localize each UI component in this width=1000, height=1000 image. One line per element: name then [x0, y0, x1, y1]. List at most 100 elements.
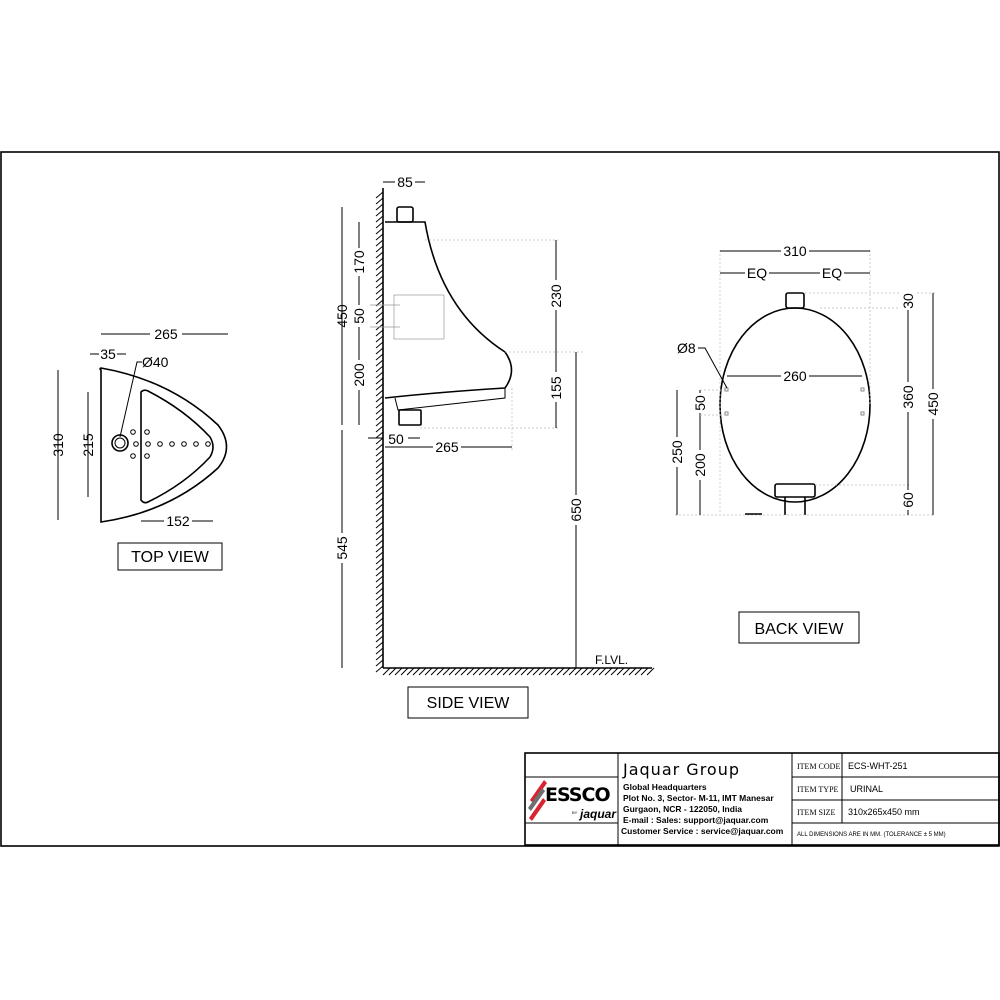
label-side-view: SIDE VIEW: [427, 695, 511, 712]
hatch-line: [532, 667, 541, 676]
hatch-line: [508, 667, 517, 676]
hatch-line: [598, 667, 607, 676]
hatch-line: [574, 667, 583, 676]
hatch-line: [375, 287, 384, 295]
hatch-line: [375, 305, 384, 313]
drawing-border: [0, 151, 1000, 847]
hatch-line: [375, 605, 384, 613]
hatch-line: [375, 557, 384, 565]
hatch-line: [375, 659, 384, 667]
hatch-line: [375, 503, 384, 511]
dim-back-bottom-stub: 60: [900, 492, 916, 508]
hatch-line: [616, 667, 625, 676]
hatch-line: [375, 443, 384, 451]
hatch-line: [418, 667, 427, 676]
svg-text:BY: BY: [572, 810, 578, 815]
hatch-line: [375, 335, 384, 343]
label-back-view: BACK VIEW: [755, 621, 845, 638]
hatch-line: [375, 419, 384, 427]
hatch-line: [375, 389, 384, 397]
hatch-line: [375, 227, 384, 235]
item-type-label: ITEM TYPE: [797, 785, 839, 794]
dim-side-depth: 265: [435, 439, 459, 455]
hatch-line: [375, 263, 384, 271]
hatch-line: [604, 667, 613, 676]
hatch-line: [375, 401, 384, 409]
hatch-line: [526, 667, 535, 676]
hatch-line: [430, 667, 439, 676]
hatch-line: [375, 647, 384, 655]
hatch-line: [375, 527, 384, 535]
hatch-line: [436, 667, 445, 676]
dim-side-lower: 200: [351, 363, 367, 387]
hatch-line: [544, 667, 553, 676]
hatch-line: [375, 533, 384, 541]
hatch-line: [556, 667, 565, 676]
hatch-line: [562, 667, 571, 676]
hatch-line: [375, 653, 384, 661]
dim-top-inner-length: 152: [166, 513, 190, 529]
dim-back-inner-width: 260: [783, 368, 807, 384]
drain-holes: [130, 429, 211, 459]
dim-back-top-stub: 30: [900, 293, 916, 309]
hatch-line: [375, 563, 384, 571]
hatch-line: [375, 281, 384, 289]
hatch-line: [375, 665, 384, 673]
hatch-line: [580, 667, 589, 676]
hatch-line: [538, 667, 547, 676]
hatch-line: [375, 449, 384, 457]
hatch-line: [490, 667, 499, 676]
hatch-line: [375, 377, 384, 385]
dim-back-fix-spacing: 50: [692, 395, 708, 411]
dim-top-offset: 35: [100, 346, 116, 362]
hatch-line: [375, 371, 384, 379]
dim-back-body: 360: [900, 385, 916, 409]
hatch-line: [640, 667, 649, 676]
hatch-line: [466, 667, 475, 676]
hatch-line: [460, 667, 469, 676]
side-view: 85 450 170 50 200 230 155 650 545 50 265…: [333, 174, 655, 719]
hatch-line: [375, 347, 384, 355]
label-top-view: TOP VIEW: [131, 549, 210, 566]
hatch-line: [406, 667, 415, 676]
dim-side-height: 450: [334, 304, 350, 328]
hatch-line: [375, 623, 384, 631]
dim-back-height: 450: [925, 392, 941, 416]
company-name: Jaquar Group: [622, 760, 740, 779]
back-view: 310 EQ EQ 260 Ø8 30 360 60 450 250 50 20…: [668, 243, 942, 644]
hatch-line: [454, 667, 463, 676]
hatch-line: [375, 365, 384, 373]
hatch-line: [375, 407, 384, 415]
hatch-line: [375, 197, 384, 205]
hatch-line: [634, 667, 643, 676]
hatch-line: [375, 257, 384, 265]
dim-side-floor-to-lip: 650: [568, 498, 584, 522]
hatch-line: [592, 667, 601, 676]
hatch-line: [375, 317, 384, 325]
dim-side-depth-top: 85: [397, 174, 413, 190]
hatch-line: [375, 515, 384, 523]
hatch-line: [520, 667, 529, 676]
hatch-line: [478, 667, 487, 676]
hatch-line: [375, 191, 384, 199]
address-line: Gurgaon, NCR - 122050, India: [623, 804, 742, 814]
hatch-line: [375, 245, 384, 253]
email-line: E-mail : Sales: support@jaquar.com: [623, 815, 769, 825]
dim-side-fix-spacing: 50: [351, 308, 367, 324]
essco-logo: ESSCO BY jaquar: [528, 780, 617, 821]
dimensions-note: ALL DIMENSIONS ARE IN MM. (TOLERANCE ± 5…: [797, 832, 946, 838]
hatch-line: [375, 311, 384, 319]
hatch-line: [375, 551, 384, 559]
hatch-line: [375, 431, 384, 439]
hatch-line: [375, 437, 384, 445]
title-block: ESSCO BY jaquar Jaquar Group Global Head…: [524, 752, 1000, 846]
item-type-value: URINAL: [850, 784, 883, 794]
hatch-line: [375, 251, 384, 259]
hatch-line: [375, 629, 384, 637]
address-line: Plot No. 3, Sector- M-11, IMT Manesar: [623, 793, 774, 803]
hatch-line: [375, 479, 384, 487]
hatch-line: [622, 667, 631, 676]
hatch-line: [375, 569, 384, 577]
hatch-line: [375, 545, 384, 553]
dim-side-bowl-lower: 155: [548, 376, 564, 400]
